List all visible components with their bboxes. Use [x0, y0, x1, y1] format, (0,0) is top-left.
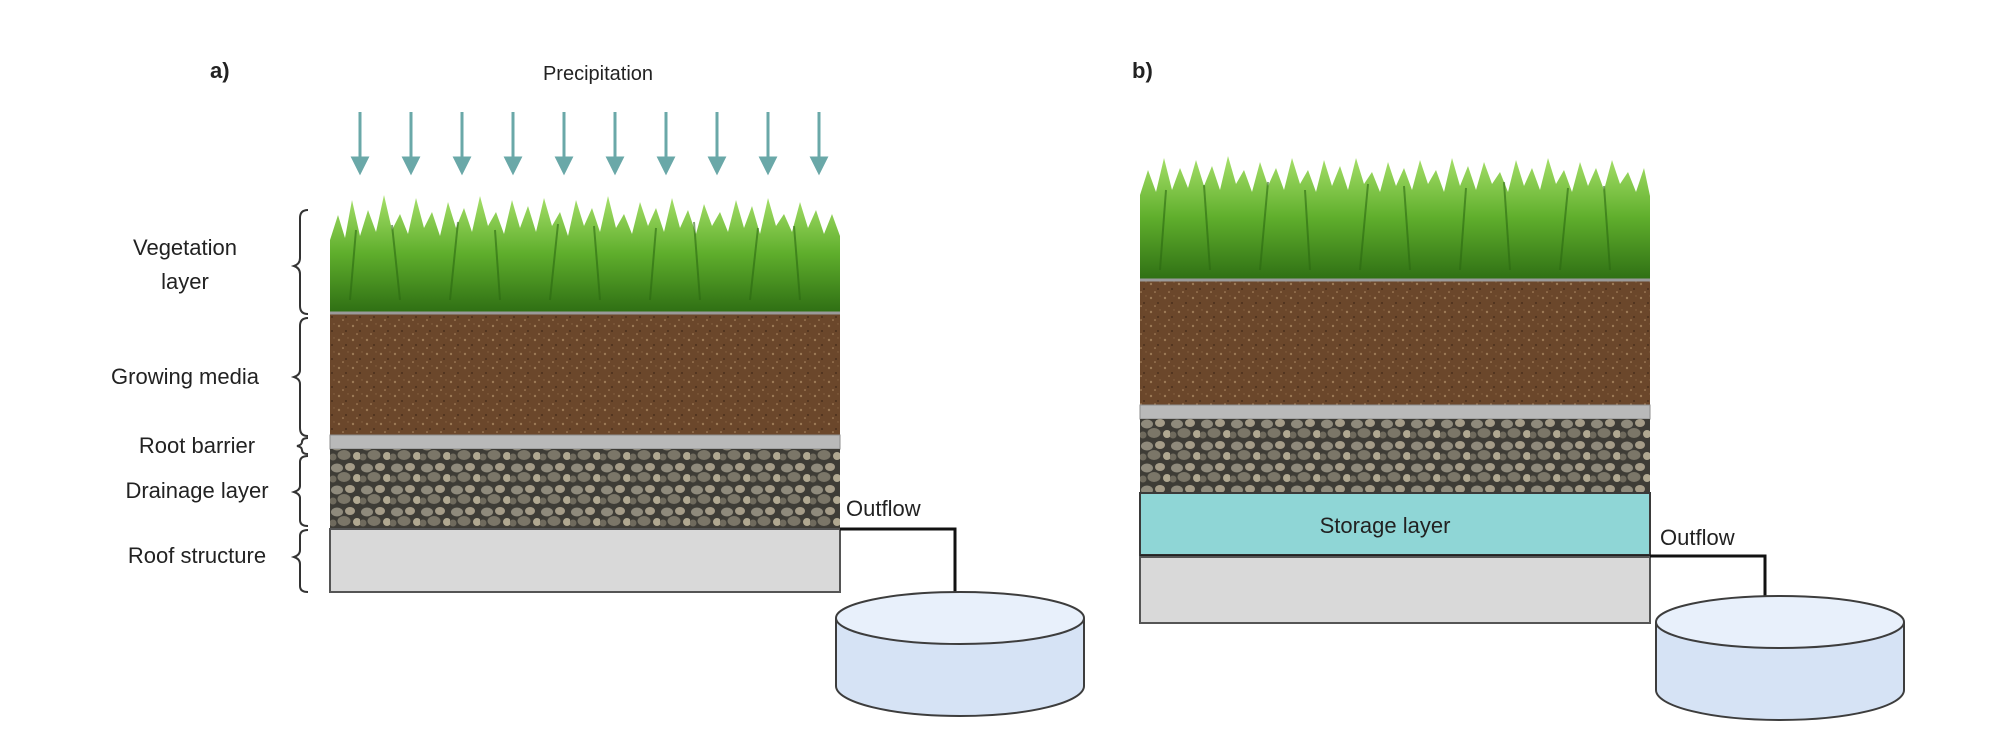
vegetation-layer-a [330, 195, 840, 312]
label-roof-structure: Roof structure [128, 543, 266, 568]
grass-texture [330, 195, 840, 312]
rain-arrows [350, 112, 829, 176]
rain-arrow-icon [758, 112, 778, 176]
rain-arrow-icon [656, 112, 676, 176]
grass-texture [1140, 156, 1650, 280]
panel-b-label: b) [1132, 58, 1153, 83]
layer-braces [290, 209, 309, 593]
outflow-label-a: Outflow [846, 496, 921, 521]
storage-layer [1139, 492, 1651, 556]
gravel-texture [1140, 419, 1650, 493]
label-vegetation-line1: Vegetation [133, 235, 237, 260]
outflow-label-b: Outflow [1660, 525, 1735, 550]
tank-icon [1655, 595, 1905, 721]
rain-arrow-icon [605, 112, 625, 176]
label-vegetation-line2: layer [161, 269, 209, 294]
rain-arrow-icon [503, 112, 523, 176]
vegetation-layer-b [1140, 156, 1650, 280]
rain-arrow-icon [452, 112, 472, 176]
soil-texture [330, 313, 840, 435]
rain-arrow-icon [350, 112, 370, 176]
panel-a-label: a) [210, 58, 230, 83]
outflow-arrow-a [840, 527, 957, 608]
rain-arrow-icon [401, 112, 421, 176]
gravel-texture [330, 449, 840, 529]
roof-structure-a [329, 528, 841, 593]
root-barrier-b [1139, 404, 1651, 420]
rain-arrow-icon [707, 112, 727, 176]
label-growing-media: Growing media [111, 364, 260, 389]
tank-icon [835, 591, 1085, 717]
soil-texture [1140, 280, 1650, 405]
precipitation-label: Precipitation [543, 63, 653, 85]
roof-structure-b [1139, 556, 1651, 624]
label-drainage-layer: Drainage layer [125, 478, 268, 503]
rain-arrow-icon [554, 112, 574, 176]
outflow-arrow-b [1650, 554, 1767, 614]
label-root-barrier: Root barrier [139, 433, 255, 458]
rain-arrow-icon [809, 112, 829, 176]
storage-layer-label: Storage layer [1320, 513, 1451, 538]
root-barrier-a [329, 434, 841, 450]
